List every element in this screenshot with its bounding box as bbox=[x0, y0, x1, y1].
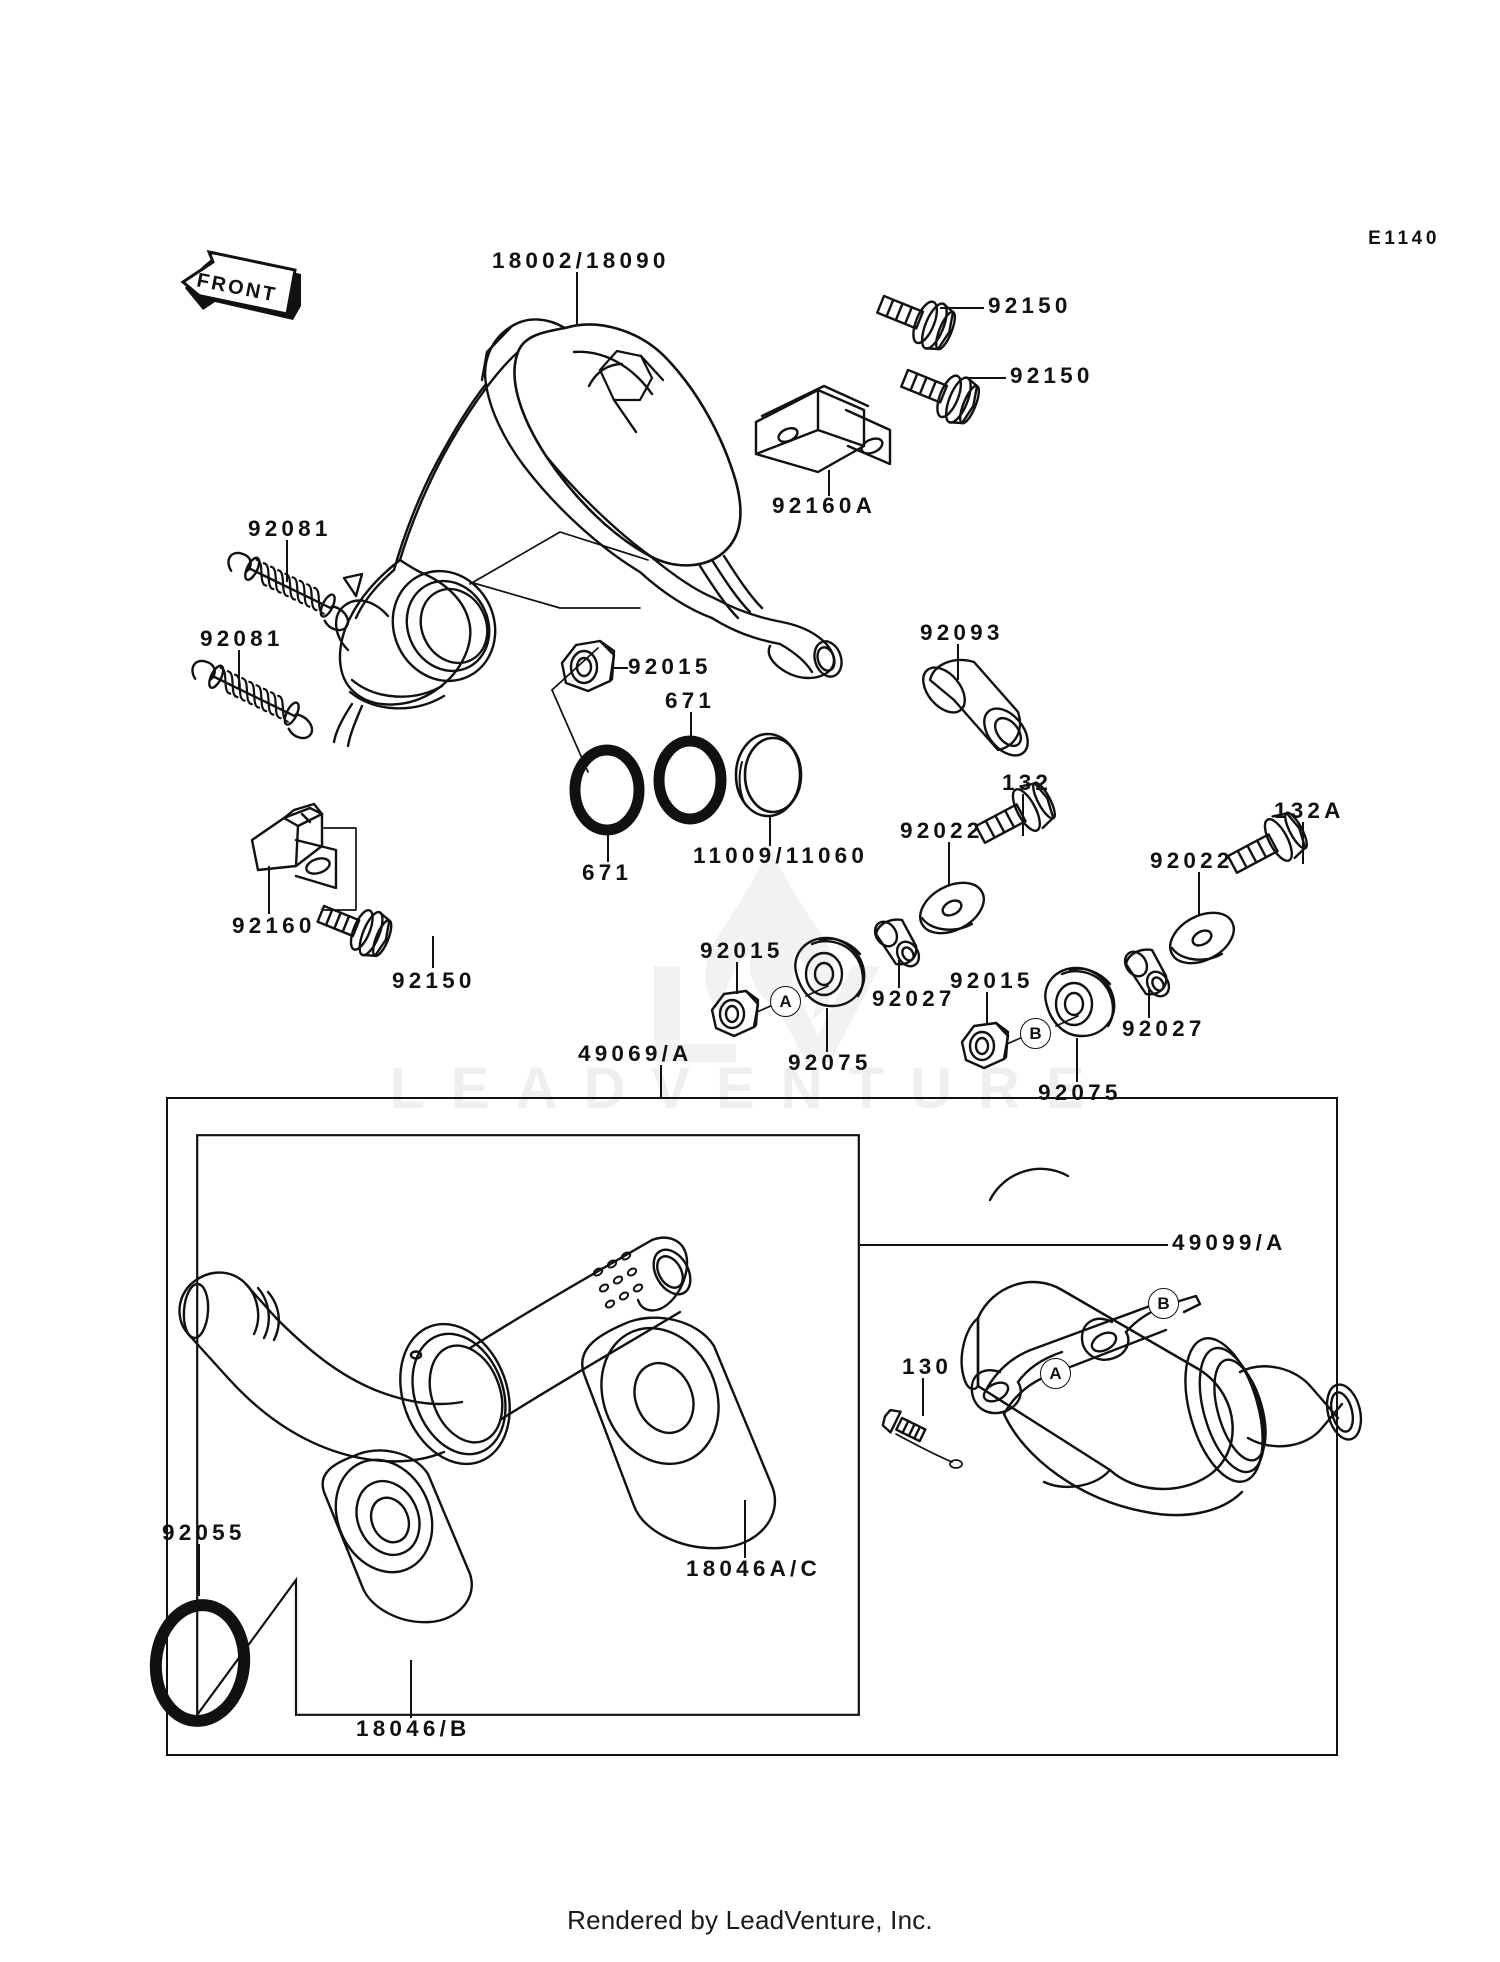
leader-nut-a bbox=[736, 962, 738, 994]
leader-silencer-assy bbox=[860, 1244, 1168, 1246]
leader-damper-tube bbox=[957, 644, 959, 680]
label-collar-b: 92027 bbox=[1122, 1016, 1206, 1041]
label-bolt-b: 132A bbox=[1274, 798, 1345, 823]
label-oring-mid: 671 bbox=[665, 688, 716, 713]
leader-grommet-a bbox=[826, 1008, 828, 1052]
leader-nut-pipe bbox=[614, 667, 628, 669]
leader-baffle-b bbox=[410, 1660, 412, 1718]
silencer-group-outer-box bbox=[166, 1097, 1338, 1756]
label-oring-92055: 92055 bbox=[162, 1520, 246, 1545]
leader-bracket-upper bbox=[828, 470, 830, 496]
leader-bolt-upper-2 bbox=[964, 377, 1006, 379]
label-bolt-upper-2: 92150 bbox=[1010, 363, 1094, 388]
leader-baffle-ac bbox=[744, 1500, 746, 1558]
leader-gasket bbox=[769, 816, 771, 846]
leader-bolt-a bbox=[1022, 794, 1024, 836]
reference-callout-b: B bbox=[1020, 1018, 1051, 1049]
label-screw-130: 130 bbox=[902, 1354, 953, 1379]
leader-spring-1 bbox=[286, 540, 288, 582]
label-muffler-body: 18002/18090 bbox=[492, 248, 670, 273]
label-bracket-upper: 92160A bbox=[772, 493, 877, 518]
leader-nut-b bbox=[986, 992, 988, 1024]
label-baffle-ac: 18046A/C bbox=[686, 1556, 821, 1581]
reference-callout-a: A bbox=[770, 986, 801, 1017]
leader-screw-130 bbox=[922, 1378, 924, 1416]
silencer-group-inner-box bbox=[196, 1134, 860, 1719]
reference-callout-b-silencer: B bbox=[1148, 1288, 1179, 1319]
label-collar-a: 92027 bbox=[872, 986, 956, 1011]
label-nut-b: 92015 bbox=[950, 968, 1034, 993]
label-silencer-group: 49069/A bbox=[578, 1041, 693, 1066]
leader-oring-left bbox=[607, 830, 609, 862]
leader-washer-b bbox=[1198, 872, 1200, 916]
leader-collar-a bbox=[898, 960, 900, 988]
leader-bolt-b bbox=[1302, 822, 1304, 864]
front-direction-arrow: FRONT bbox=[180, 249, 301, 320]
leader-bolt-upper-1 bbox=[940, 307, 984, 309]
label-spring-1: 92081 bbox=[248, 516, 332, 541]
label-bolt-upper-1: 92150 bbox=[988, 293, 1072, 318]
label-bracket-lower: 92160 bbox=[232, 913, 316, 938]
leader-grommet-b bbox=[1076, 1038, 1078, 1082]
label-oring-left: 671 bbox=[582, 860, 633, 885]
leader-muffler-body bbox=[576, 272, 578, 324]
label-silencer-assy: 49099/A bbox=[1172, 1230, 1287, 1255]
label-spring-2: 92081 bbox=[200, 626, 284, 651]
label-nut-a: 92015 bbox=[700, 938, 784, 963]
label-nut-pipe: 92015 bbox=[628, 654, 712, 679]
leader-washer-a bbox=[948, 842, 950, 886]
label-washer-b: 92022 bbox=[1150, 848, 1234, 873]
label-bolt-lower: 92150 bbox=[392, 968, 476, 993]
label-grommet-b: 92075 bbox=[1038, 1080, 1122, 1105]
leader-collar-b bbox=[1148, 990, 1150, 1018]
footer-attribution: Rendered by LeadVenture, Inc. bbox=[567, 1905, 933, 1935]
leader-bolt-lower bbox=[432, 936, 434, 968]
diagram-code: E1140 bbox=[1368, 228, 1440, 249]
label-damper-tube: 92093 bbox=[920, 620, 1004, 645]
label-bolt-a: 132 bbox=[1002, 770, 1053, 795]
label-grommet-a: 92075 bbox=[788, 1050, 872, 1075]
leader-bracket-lower bbox=[268, 866, 270, 914]
leader-oring-mid bbox=[690, 712, 692, 742]
label-baffle-b: 18046/B bbox=[356, 1716, 471, 1741]
inner-box-outline bbox=[196, 1134, 860, 1719]
leader-silencer-group bbox=[660, 1065, 662, 1097]
label-washer-a: 92022 bbox=[900, 818, 984, 843]
label-gasket: 11009/11060 bbox=[693, 843, 869, 868]
reference-callout-a-silencer: A bbox=[1040, 1358, 1071, 1389]
leader-spring-2 bbox=[238, 650, 240, 690]
leader-oring-92055 bbox=[198, 1544, 200, 1596]
